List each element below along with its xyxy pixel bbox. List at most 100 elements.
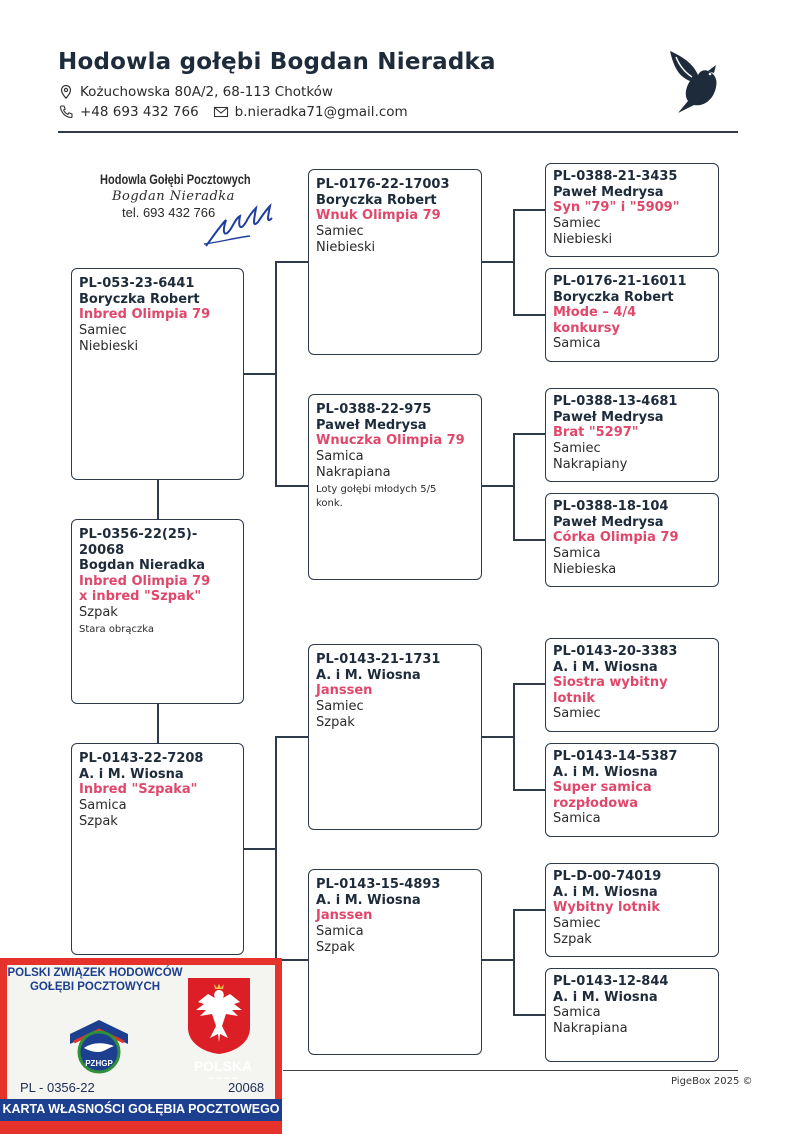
pigeon-note-cont: konk. — [316, 497, 343, 509]
pigeon-name: Wnuk Olimpia 79 — [316, 208, 441, 223]
connector — [513, 433, 515, 540]
pedigree-card-mother[interactable]: PL-0143-22-7208 A. i M. Wiosna Inbred "S… — [71, 743, 244, 955]
pigeon-name: Inbred Olimpia 79 — [79, 307, 211, 322]
pedigree-card-subject[interactable]: PL-0356-22(25)- 20068 Bogdan Nieradka In… — [71, 519, 244, 704]
pigeon-sex: Samiec — [553, 915, 601, 931]
pigeon-name: Młode – 4/4 — [553, 305, 637, 320]
pedigree-card-fm[interactable]: PL-0388-22-975 Paweł Medrysa Wnuczka Oli… — [308, 394, 482, 580]
pigeon-note: Stara obrączka — [79, 623, 155, 635]
pigeon-sex: Samiec — [79, 322, 127, 338]
address-line: Kożuchowska 80A/2, 68-113 Chotków — [58, 84, 333, 100]
ring-number: PL-0143-15-4893 — [316, 877, 441, 892]
pedigree-card-ffm[interactable]: PL-0176-21-16011 Boryczka Robert Młode –… — [545, 268, 719, 362]
header-divider — [58, 131, 738, 133]
breeder-stamp: Hodowla Gołębi Pocztowych Bogdan Nieradk… — [100, 172, 260, 252]
connector — [513, 314, 546, 316]
connector — [513, 683, 546, 685]
card-title: POLSKI ZWIĄZEK HODOWCÓW GOŁĘBI POCZTOWYC… — [7, 966, 183, 994]
pedigree-card-mff[interactable]: PL-0143-20-3383 A. i M. Wiosna Siostra w… — [545, 638, 719, 732]
connector — [275, 736, 309, 738]
connector — [513, 789, 546, 791]
ring-number: PL-0143-14-5387 — [553, 749, 678, 764]
ring-number: PL-0388-13-4681 — [553, 394, 678, 409]
pigeon-name: Córka Olimpia 79 — [553, 530, 679, 545]
owner-name: A. i M. Wiosna — [553, 659, 658, 675]
pedigree-card-mm[interactable]: PL-0143-15-4893 A. i M. Wiosna Janssen S… — [308, 869, 482, 1055]
pedigree-card-father[interactable]: PL-053-23-6441 Boryczka Robert Inbred Ol… — [71, 268, 244, 480]
pigeon-sex: Samica — [553, 1005, 601, 1020]
ring-number-cont: 20068 — [79, 542, 125, 558]
mail-icon — [213, 106, 228, 118]
owner-name: A. i M. Wiosna — [79, 766, 184, 782]
pigeon-sex: Samiec — [316, 223, 364, 239]
pigeon-name-cont: rozpłodowa — [553, 795, 638, 811]
connector — [513, 433, 546, 435]
pedigree-card-ff[interactable]: PL-0176-22-17003 Boryczka Robert Wnuk Ol… — [308, 169, 482, 355]
connector — [513, 1014, 546, 1016]
connector — [513, 909, 515, 1015]
pedigree-card-fff[interactable]: PL-0388-21-3435 Paweł Medrysa Syn "79" i… — [545, 163, 719, 257]
pedigree-card-mfm[interactable]: PL-0143-14-5387 A. i M. Wiosna Super sam… — [545, 743, 719, 837]
pigeon-sex: Samica — [553, 545, 601, 561]
pigeon-color: Szpak — [79, 813, 118, 829]
phone-text[interactable]: +48 693 432 766 — [80, 104, 199, 120]
owner-name: Boryczka Robert — [316, 192, 437, 208]
pigeon-name-cont: konkursy — [553, 320, 621, 336]
pedigree-card-fmf[interactable]: PL-0388-13-4681 Paweł Medrysa Brat "5297… — [545, 388, 719, 482]
pigeon-name: Wybitny lotnik — [553, 900, 661, 915]
pigeon-color: Nakrapiana — [316, 464, 391, 480]
pigeon-color: Szpak — [316, 939, 355, 955]
owner-name: A. i M. Wiosna — [553, 764, 658, 780]
pigeon-color: Niebieski — [79, 338, 139, 354]
pigeon-name: Inbred "Szpaka" — [79, 782, 198, 797]
ring-number: PL-D-00-74019 — [553, 869, 662, 884]
card-ring-number: PL - 0356-22 — [20, 1080, 95, 1095]
connector — [481, 736, 513, 738]
ring-number: PL-0143-20-3383 — [553, 644, 678, 659]
dove-icon — [670, 51, 717, 113]
pedigree-card-mmf[interactable]: PL-D-00-74019 A. i M. Wiosna Wybitny lot… — [545, 863, 719, 957]
pigeon-color: Szpak — [553, 931, 592, 947]
pigeon-sex: Samiec — [553, 215, 601, 231]
pedigree-card-mf[interactable]: PL-0143-21-1731 A. i M. Wiosna Janssen S… — [308, 644, 482, 830]
owner-name: A. i M. Wiosna — [553, 884, 658, 900]
connector — [513, 909, 546, 911]
stamp-line-1: Hodowla Gołębi Pocztowych — [100, 172, 251, 187]
pigeon-color: Niebieski — [553, 231, 613, 247]
connector — [243, 848, 275, 850]
pigeon-name: Wnuczka Olimpia 79 — [316, 433, 465, 448]
owner-name: Paweł Medrysa — [316, 417, 427, 433]
pigeon-color: Niebieska — [553, 561, 617, 577]
stamp-line-2: Bogdan Nieradka — [112, 189, 235, 204]
connector — [513, 539, 546, 541]
page-title: Hodowla gołębi Bogdan Nieradka — [58, 49, 496, 75]
ring-number: PL-0143-21-1731 — [316, 652, 441, 667]
ring-number: PL-053-23-6441 — [79, 276, 195, 291]
pigeon-name: Janssen — [316, 908, 373, 923]
signature — [203, 202, 273, 247]
pigeon-sex: Samica — [553, 336, 601, 351]
ring-number: PL-0388-18-104 — [553, 499, 669, 514]
owner-name: Paweł Medrysa — [553, 514, 664, 530]
owner-name: A. i M. Wiosna — [316, 667, 421, 683]
stamp-line-3: tel. 693 432 766 — [122, 205, 216, 220]
pigeon-name: Janssen — [316, 683, 373, 698]
email-link[interactable]: b.nieradka71@gmail.com — [234, 104, 408, 120]
connector — [481, 261, 513, 263]
pigeon-sex: Samiec — [553, 440, 601, 456]
connector — [481, 959, 513, 961]
ownership-card: POLSKI ZWIĄZEK HODOWCÓW GOŁĘBI POCZTOWYC… — [0, 958, 282, 1134]
address-text: Kożuchowska 80A/2, 68-113 Chotków — [80, 84, 333, 100]
pedigree-card-mmm[interactable]: PL-0143-12-844 A. i M. Wiosna Samica Nak… — [545, 968, 719, 1062]
ring-number: PL-0143-22-7208 — [79, 751, 204, 766]
connector — [275, 485, 309, 487]
pigeon-note: Loty gołębi młodych 5/5 — [316, 483, 437, 495]
owner-name: A. i M. Wiosna — [316, 892, 421, 908]
pigeon-color: Szpak — [316, 714, 355, 730]
pigeon-color: Nakrapiany — [553, 456, 628, 472]
pedigree-card-fmm[interactable]: PL-0388-18-104 Paweł Medrysa Córka Olimp… — [545, 493, 719, 587]
ring-number: PL-0356-22(25)- — [79, 527, 198, 542]
owner-name: Paweł Medrysa — [553, 184, 664, 200]
pigeon-sex: Samica — [553, 811, 601, 826]
pigeon-name: Inbred Olimpia 79 — [79, 573, 211, 589]
